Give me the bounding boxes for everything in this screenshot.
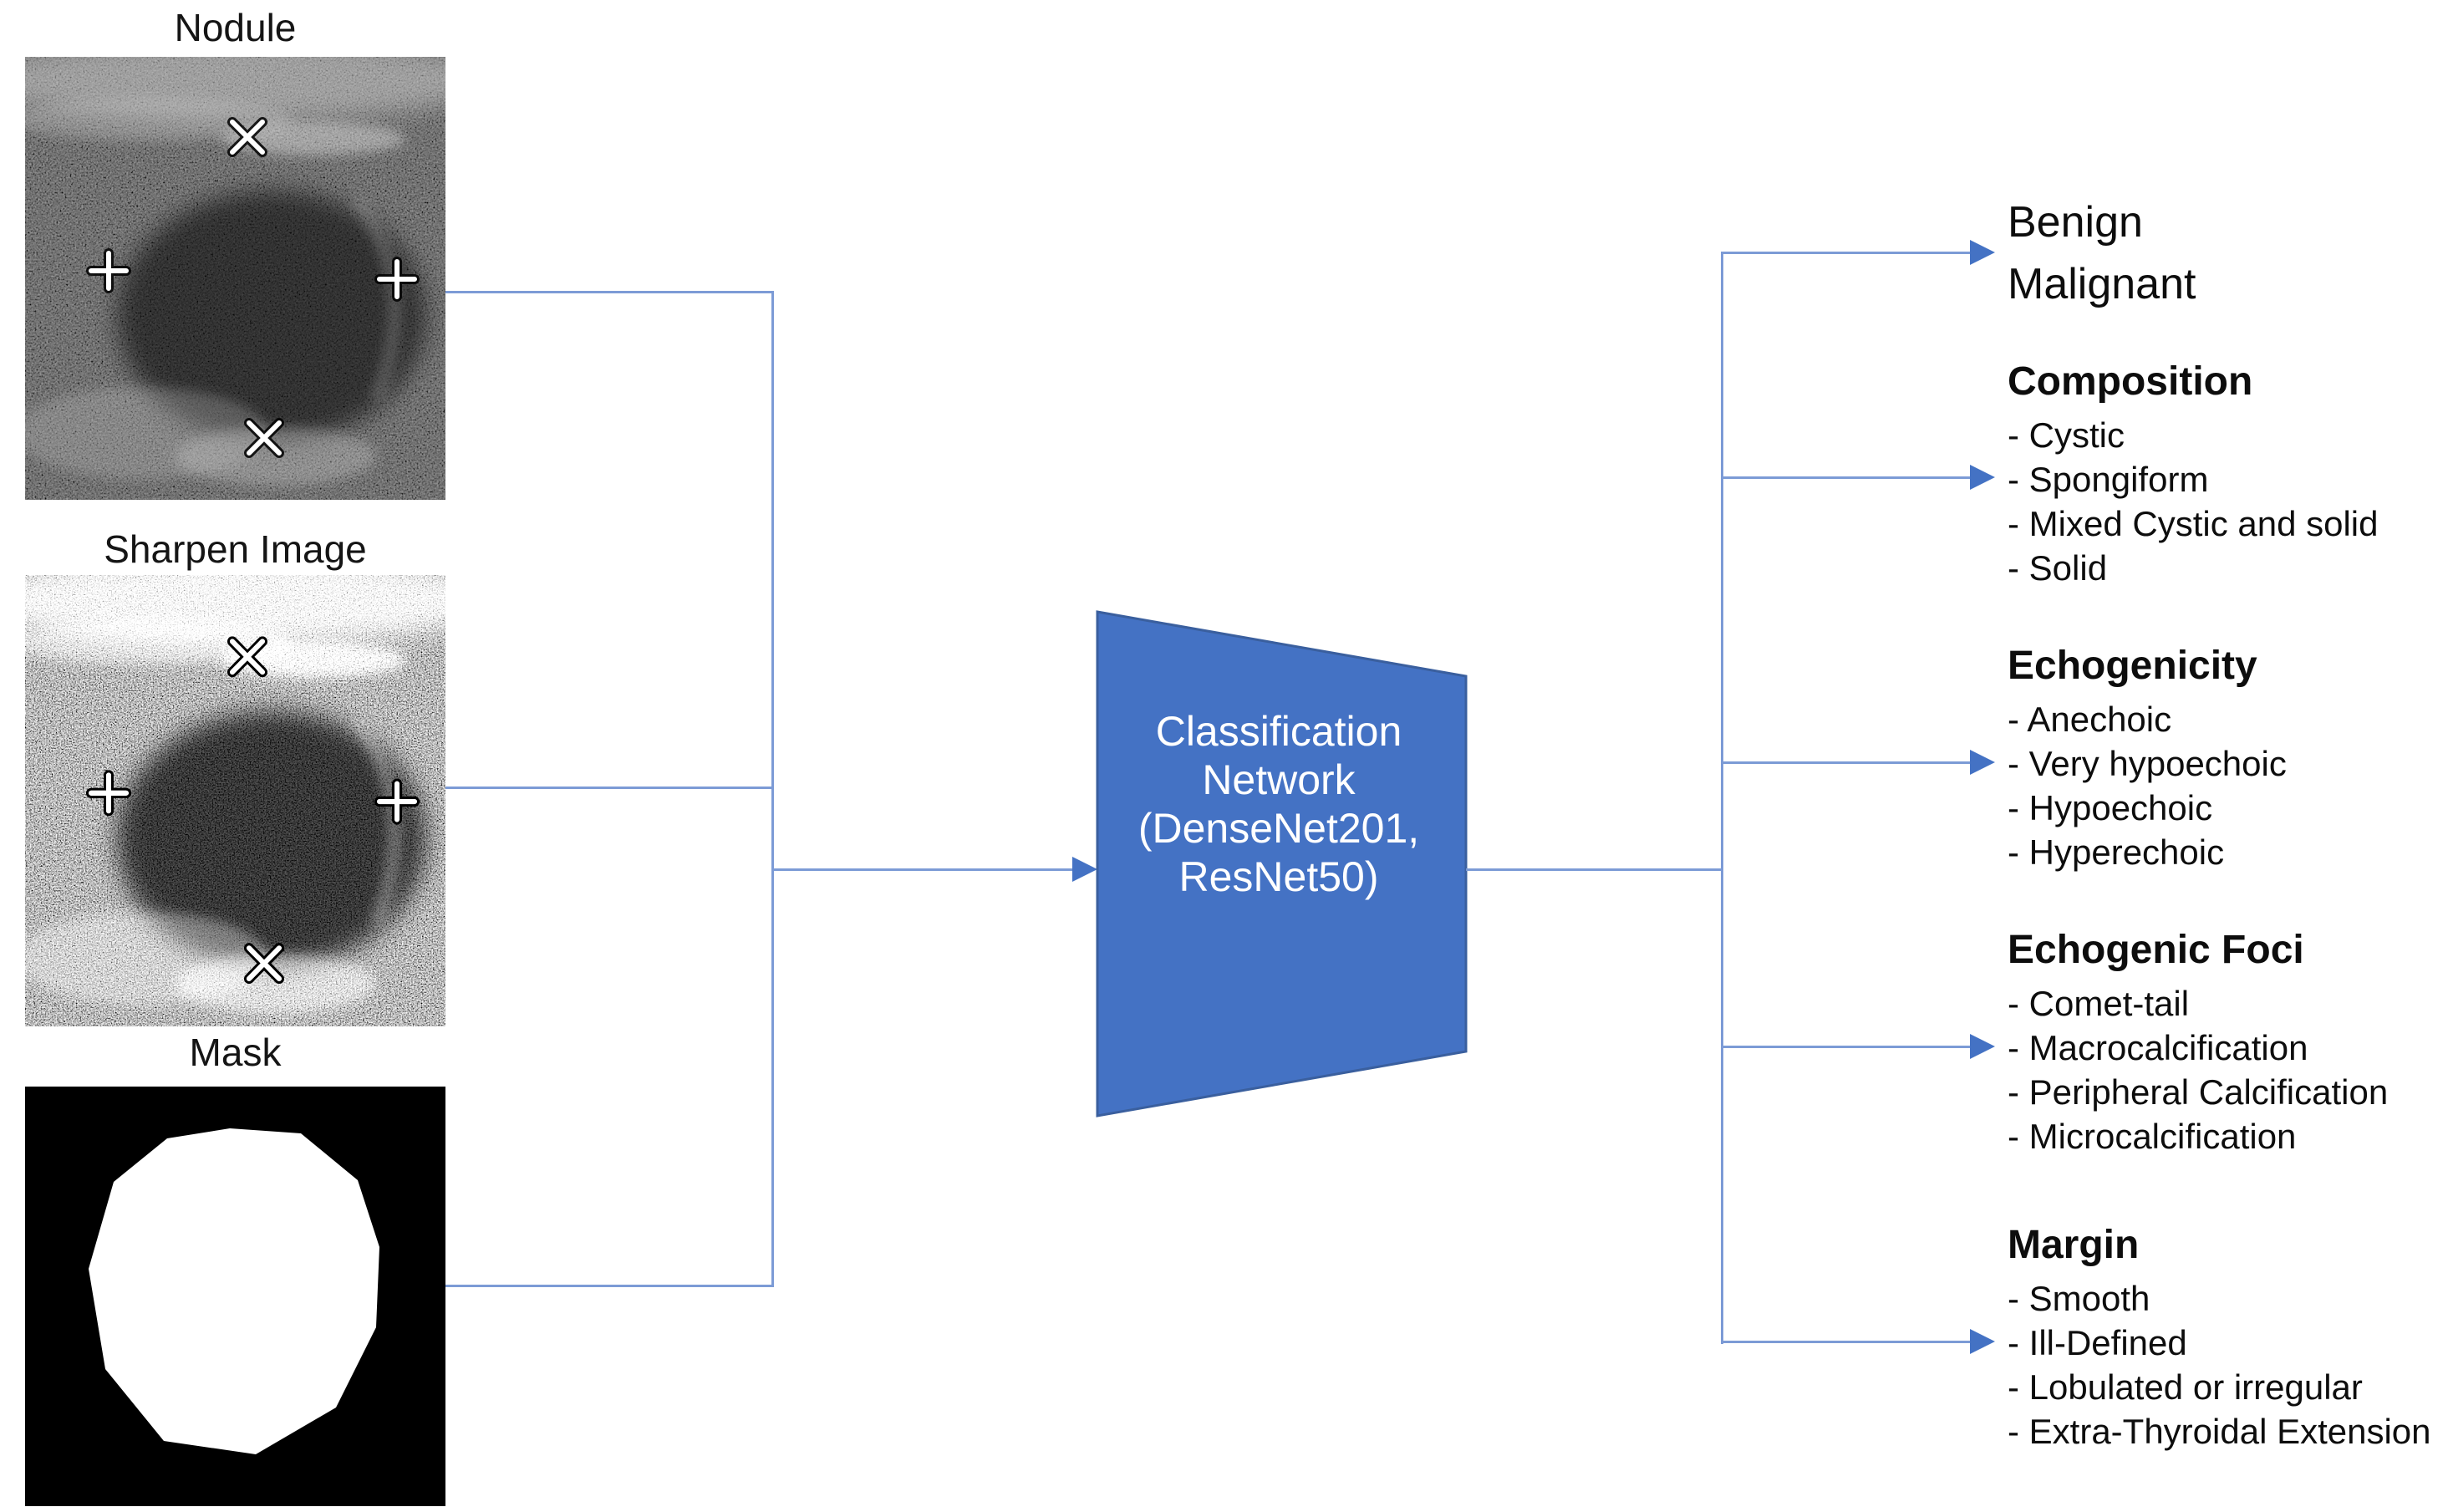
connector-sharpen-line	[445, 787, 774, 789]
branch-line-echogenicity	[1721, 761, 1972, 764]
trapezoid	[1096, 610, 1468, 1117]
malignant-label: Malignant	[2008, 260, 2196, 308]
output-group-margin: Margin - Smooth - Ill-Defined - Lobulate…	[2008, 1221, 2431, 1453]
echogenicity-item: - Anechoic	[2008, 700, 2172, 739]
branch-arrowhead-composition-icon	[1970, 465, 1995, 490]
connector-network-output-line	[1466, 868, 1723, 871]
branch-line-echogenic-foci	[1721, 1046, 1972, 1048]
composition-item: - Mixed Cystic and solid	[2008, 504, 2379, 543]
classification-network-label: Classification Network (DenseNet201, Res…	[1102, 707, 1456, 901]
mask-title: Mask	[189, 1031, 282, 1074]
composition-item: - Cystic	[2008, 415, 2125, 455]
margin-heading: Margin	[2008, 1223, 2140, 1267]
branch-arrowhead-echogenicity-icon	[1970, 750, 1995, 775]
sharpen-ultrasound-image	[25, 575, 445, 1026]
sharpen-ultrasound-render	[25, 575, 445, 1026]
branch-arrowhead-echogenic-foci-icon	[1970, 1034, 1995, 1059]
echogenicity-item: - Very hypoechoic	[2008, 744, 2287, 783]
output-group-composition: Composition - Cystic - Spongiform - Mixe…	[2008, 358, 2378, 590]
branch-arrowhead-binary-icon	[1970, 240, 1995, 265]
output-bus-line	[1721, 252, 1723, 1344]
branch-line-margin	[1721, 1341, 1972, 1343]
caliper-markers	[89, 639, 417, 981]
nodule-title: Nodule	[174, 6, 297, 49]
echogenicity-heading: Echogenicity	[2008, 644, 2257, 688]
composition-heading: Composition	[2008, 359, 2253, 404]
mask-blob	[89, 1128, 379, 1454]
caliper-markers	[89, 120, 417, 456]
echogenic-foci-item: - Peripheral Calcification	[2008, 1072, 2389, 1112]
nodule-ultrasound-render	[25, 57, 445, 500]
echogenicity-item: - Hypoechoic	[2008, 788, 2213, 827]
echogenic-foci-item: - Comet-tail	[2008, 984, 2190, 1023]
classification-network-shape	[1096, 610, 1468, 1117]
branch-line-composition	[1721, 476, 1972, 479]
echogenic-foci-item: - Macrocalcification	[2008, 1028, 2308, 1067]
margin-item: - Extra-Thyroidal Extension	[2008, 1412, 2431, 1451]
network-label-line2: Network	[1202, 756, 1356, 803]
branch-arrowhead-margin-icon	[1970, 1329, 1995, 1354]
mask-render	[25, 1087, 445, 1506]
nodule-ultrasound-image	[25, 57, 445, 500]
output-group-echogenic-foci: Echogenic Foci - Comet-tail - Macrocalci…	[2008, 926, 2388, 1158]
connector-nodule-line	[445, 291, 774, 293]
output-binary-labels: Benign Malignant	[2008, 191, 2196, 315]
mask-image	[25, 1087, 445, 1506]
echogenic-foci-heading: Echogenic Foci	[2008, 928, 2304, 972]
margin-item: - Lobulated or irregular	[2008, 1367, 2363, 1407]
network-label-line4: ResNet50)	[1178, 853, 1379, 900]
margin-item: - Smooth	[2008, 1279, 2150, 1318]
sharpen-title: Sharpen Image	[104, 527, 367, 571]
echogenic-foci-item: - Microcalcification	[2008, 1117, 2297, 1156]
network-label-line1: Classification	[1155, 708, 1402, 755]
composition-item: - Solid	[2008, 548, 2108, 588]
input-bus-line	[771, 291, 774, 1287]
composition-item: - Spongiform	[2008, 460, 2209, 499]
output-group-echogenicity: Echogenicity - Anechoic - Very hypoechoi…	[2008, 642, 2287, 874]
connector-mask-line	[445, 1285, 774, 1287]
connector-network-input-line	[771, 868, 1074, 871]
benign-label: Benign	[2008, 198, 2143, 247]
margin-item: - Ill-Defined	[2008, 1323, 2187, 1362]
echogenicity-item: - Hyperechoic	[2008, 832, 2225, 872]
network-label-line3: (DenseNet201,	[1137, 805, 1420, 852]
branch-line-binary	[1721, 252, 1972, 254]
network-input-arrowhead-icon	[1072, 857, 1097, 882]
